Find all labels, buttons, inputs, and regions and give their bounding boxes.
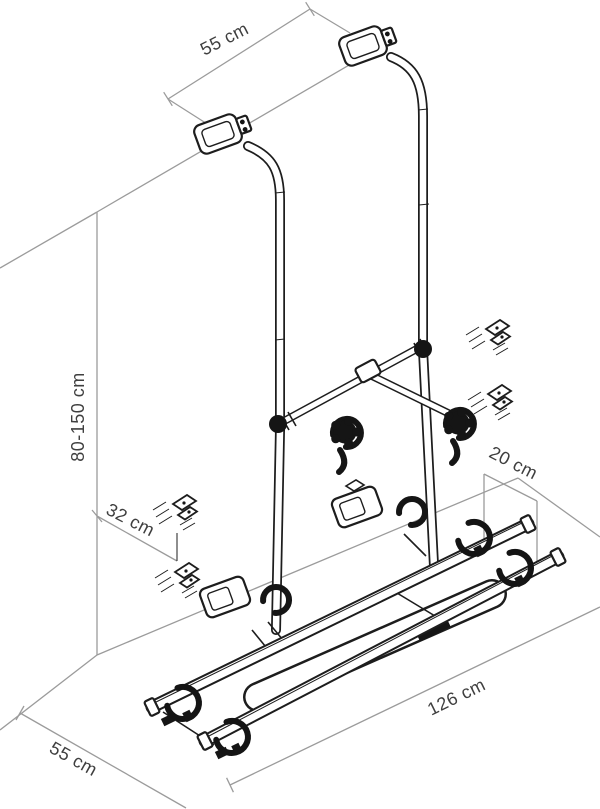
spacer-clamp-right-lower-icon [467, 384, 513, 421]
label-height-range: 80-150 cm [68, 372, 88, 462]
left-wall-bracket [193, 113, 253, 155]
floor-back-left-edge [0, 654, 98, 731]
front-rail-right-cap [549, 547, 567, 567]
right-junction-knuckle [414, 340, 432, 358]
tube-joint-marks [417, 108, 430, 206]
spacer-clamp-left-upper-icon [152, 494, 198, 531]
spacer-clamp-right-upper-icon [465, 319, 511, 356]
tube-joint-marks [274, 191, 286, 341]
extension-lines [167, 8, 351, 128]
strap-back-right [455, 518, 493, 557]
left-upright-tube [243, 141, 286, 635]
hook-piece [344, 479, 366, 492]
dimension-base-depth: 55 cm [15, 705, 187, 809]
strap-back-left [164, 683, 202, 722]
crossbar-assembly [269, 338, 454, 433]
floor-right-edge [517, 477, 600, 538]
dim-tick [226, 777, 234, 793]
floor-back-edge [96, 477, 519, 656]
dimension-top-width: 55 cm [163, 1, 351, 128]
spacer-clamp-left-lower-icon [154, 562, 200, 599]
strap-buckle-4 [514, 574, 526, 588]
right-upright-tube [386, 52, 439, 571]
label-top-width: 55 cm [197, 18, 252, 59]
center-coupler [354, 358, 382, 384]
lower-right-bracket [330, 479, 428, 557]
dim-tick [91, 509, 103, 523]
front-rail [198, 550, 565, 748]
strap-buckle-2 [231, 742, 243, 756]
dimension-left-offset: 32 cm [91, 499, 178, 562]
dim-line [96, 515, 178, 562]
rail-assembly [143, 514, 567, 760]
strap-buckle-1 [182, 709, 194, 723]
wheel-straps [164, 518, 534, 756]
dim-line [483, 473, 538, 502]
wall-left-top-edge [0, 211, 98, 269]
strap-front-right [496, 548, 534, 587]
dimension-height-range: 80-150 cm [68, 372, 88, 462]
label-rail-length: 126 cm [424, 674, 489, 719]
dim-line [229, 606, 600, 786]
lower-left-bracket [198, 575, 292, 653]
rail-cross-link-mid [391, 589, 441, 620]
left-junction-knuckle [269, 415, 287, 433]
right-wall-bracket [338, 25, 398, 67]
strap-front-left [213, 717, 251, 756]
dim-ticks [163, 1, 315, 107]
dim-line [19, 712, 187, 809]
dim-line [167, 8, 311, 100]
left-bike-clamp-knob [329, 415, 364, 475]
dim-tick [15, 705, 25, 721]
back-rail-left-cap [143, 697, 161, 717]
right-bike-clamp-knob [442, 406, 477, 466]
extension-lines [483, 474, 538, 568]
construction-lines [0, 39, 600, 731]
front-rail-left-cap [196, 731, 214, 751]
back-rail-right-cap [519, 514, 537, 534]
label-rail-gap: 20 cm [486, 442, 541, 483]
strap-buckle-3 [473, 544, 485, 558]
